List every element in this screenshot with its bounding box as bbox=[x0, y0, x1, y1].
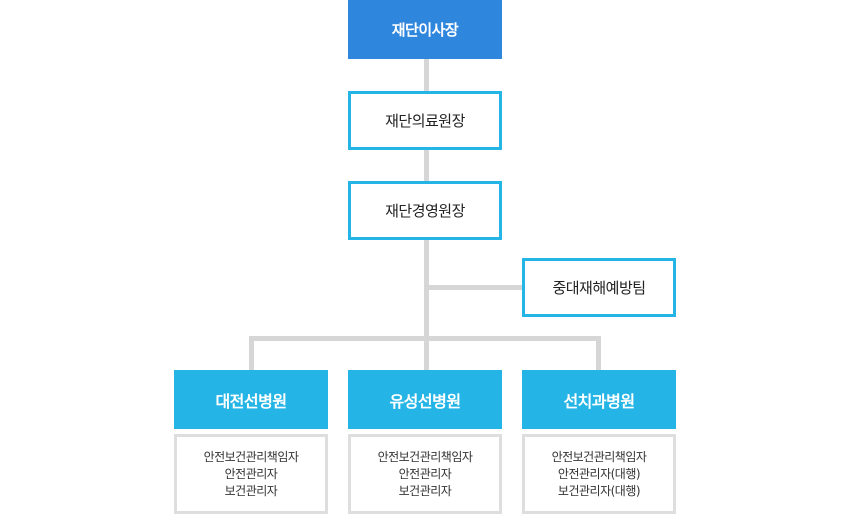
management-director-box: 재단경영원장 bbox=[348, 181, 502, 240]
role-item: 안전보건관리책임자 bbox=[203, 449, 299, 464]
role-item: 보건관리자 bbox=[398, 483, 452, 498]
roles-box-dental: 안전보건관리책임자 안전관리자(대행) 보건관리자(대행) bbox=[522, 434, 676, 514]
connector-hospitals-horizontal bbox=[249, 336, 601, 341]
connector-hospital-left bbox=[249, 336, 254, 370]
hospital-box-dental: 선치과병원 bbox=[522, 370, 676, 429]
safety-team-box: 중대재해예방팀 bbox=[522, 258, 676, 317]
role-item: 안전관리자 bbox=[398, 466, 452, 481]
hospital-box-yuseong: 유성선병원 bbox=[348, 370, 502, 429]
role-item: 안전관리자 bbox=[224, 466, 278, 481]
role-item: 안전보건관리책임자 bbox=[377, 449, 473, 464]
roles-box-daejeon: 안전보건관리책임자 안전관리자 보건관리자 bbox=[174, 434, 328, 514]
medical-director-box: 재단의료원장 bbox=[348, 91, 502, 150]
connector-safety-team bbox=[426, 285, 524, 290]
connector-hospital-right bbox=[596, 336, 601, 370]
role-item: 보건관리자(대행) bbox=[557, 483, 641, 498]
role-item: 안전관리자(대행) bbox=[557, 466, 641, 481]
role-item: 보건관리자 bbox=[224, 483, 278, 498]
roles-box-yuseong: 안전보건관리책임자 안전관리자 보건관리자 bbox=[348, 434, 502, 514]
chairman-box: 재단이사장 bbox=[348, 0, 502, 59]
hospital-box-daejeon: 대전선병원 bbox=[174, 370, 328, 429]
role-item: 안전보건관리책임자 bbox=[551, 449, 647, 464]
